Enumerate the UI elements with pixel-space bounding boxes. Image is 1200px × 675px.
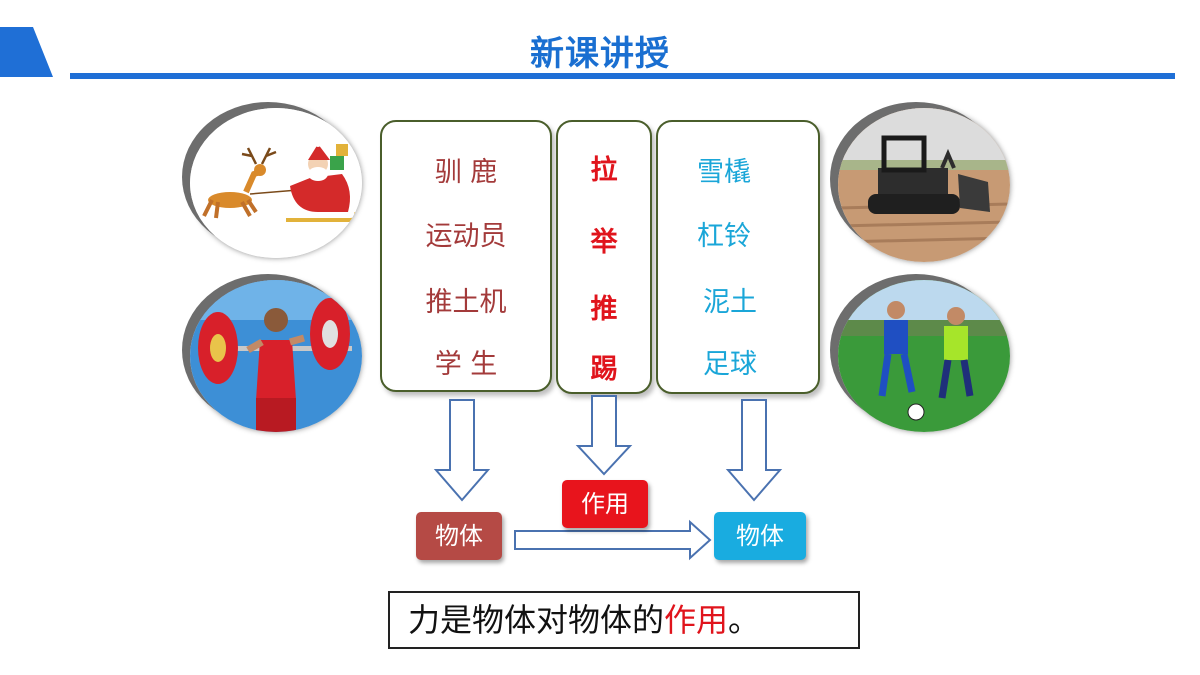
object-item: 足球 [703, 349, 757, 380]
title-underline [70, 73, 1175, 79]
force-tag: 作用 [562, 480, 648, 528]
action-item: 拉 [590, 155, 618, 186]
down-arrow-middle [575, 395, 633, 476]
down-arrow-right [725, 399, 783, 502]
conclusion-highlight: 作用 [664, 601, 729, 639]
conclusion-box: 力是物体对物体的作用。 [388, 591, 860, 649]
action-item: 踢 [590, 354, 618, 385]
action-item: 推 [590, 294, 618, 325]
conclusion-text: 力是物体对物体的 [408, 601, 665, 639]
action-item: 举 [590, 227, 618, 258]
object-item: 泥土 [703, 287, 757, 318]
actions-box: 拉 举 推 踢 [556, 120, 652, 394]
corner-decoration [0, 27, 53, 77]
objects-box: 雪橇 杠铃 泥土 足球 [656, 120, 820, 394]
reindeer-sleigh-image [190, 108, 362, 258]
subjects-box: 驯 鹿 运动员 推土机 学 生 [380, 120, 552, 392]
object-tag-right: 物体 [714, 512, 806, 560]
subject-item: 推土机 [425, 287, 507, 318]
right-arrow [514, 519, 712, 561]
conclusion-period: 。 [728, 601, 761, 639]
down-arrow-left [433, 399, 491, 502]
subject-item: 学 生 [434, 349, 498, 380]
object-tag-left: 物体 [416, 512, 502, 560]
subject-item: 驯 鹿 [434, 157, 498, 188]
subject-item: 运动员 [425, 221, 507, 252]
object-item: 杠铃 [697, 221, 751, 252]
page-title: 新课讲授 [530, 34, 670, 74]
bulldozer-image [838, 108, 1010, 262]
object-item: 雪橇 [697, 157, 751, 188]
